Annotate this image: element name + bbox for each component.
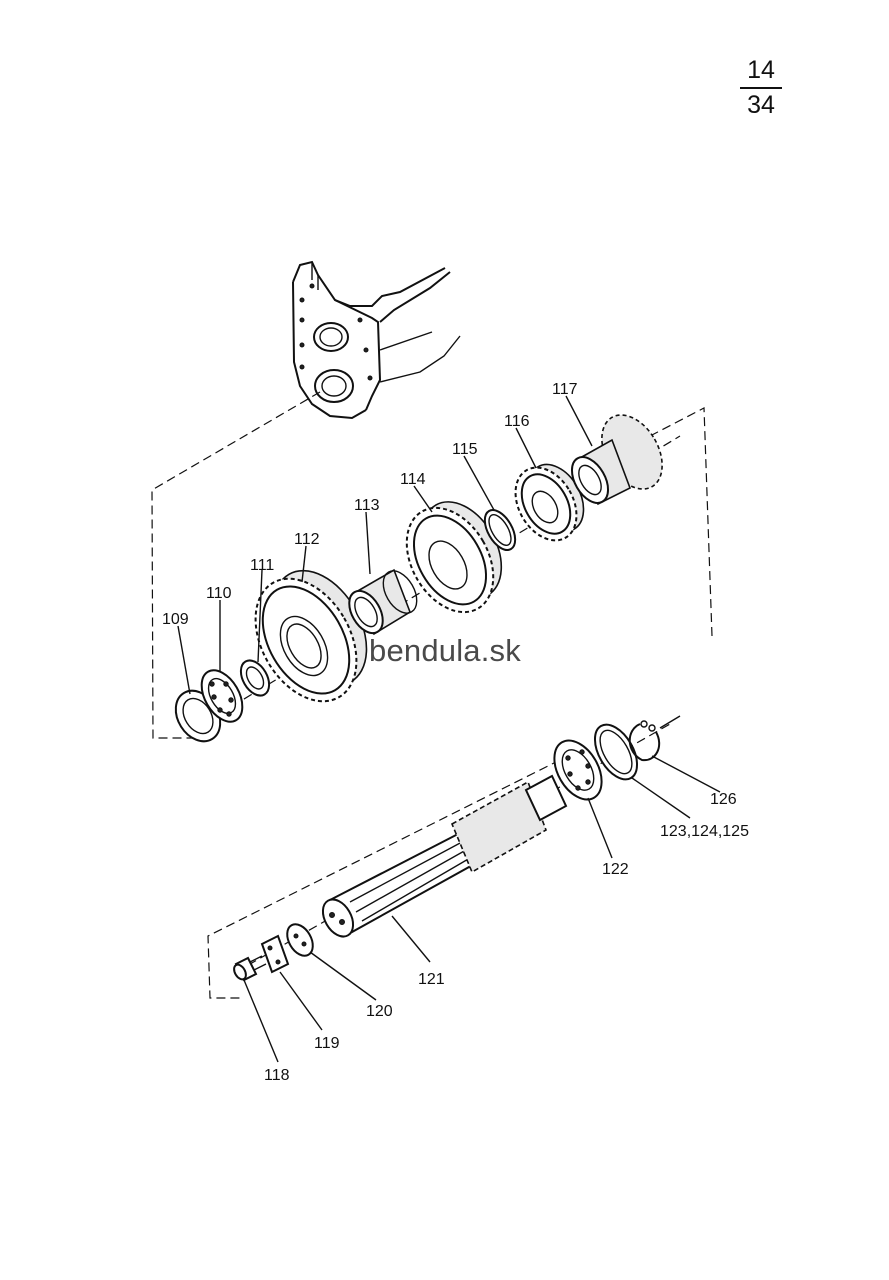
label-117: 117 — [552, 381, 578, 398]
part-118-bolt — [233, 955, 267, 982]
part-111-spacer — [239, 659, 271, 697]
watermark: bendula.sk — [369, 633, 521, 668]
label-115: 115 — [452, 441, 478, 458]
label-120: 120 — [366, 1003, 393, 1020]
label-126: 126 — [710, 791, 737, 808]
label-112: 112 — [294, 531, 320, 548]
part-112-gear — [254, 569, 368, 703]
label-111: 111 — [250, 557, 274, 574]
part-122-bearing — [553, 739, 603, 801]
label-110: 110 — [206, 585, 232, 602]
label-114: 114 — [400, 471, 426, 488]
part-126-circlip — [628, 715, 681, 762]
part-labels: 109 110 111 112 113 114 115 116 117 118 … — [162, 381, 749, 1084]
page-number-total: 34 — [747, 91, 775, 119]
label-109: 109 — [162, 611, 189, 628]
label-113: 113 — [354, 497, 380, 514]
label-122: 122 — [602, 861, 629, 878]
part-115-ring — [483, 509, 517, 551]
part-116-gear — [514, 463, 585, 542]
label-121: 121 — [418, 971, 445, 988]
part-114-gear — [405, 501, 503, 614]
part-117-gear-hub — [570, 414, 663, 506]
page-number: 14 34 — [738, 58, 784, 118]
leader-lines — [177, 395, 721, 1063]
label-116: 116 — [504, 413, 530, 430]
part-110-bearing — [200, 669, 244, 723]
label-119: 119 — [314, 1035, 340, 1052]
upper-group-frame-right — [649, 407, 713, 637]
lower-group-frame — [207, 759, 561, 999]
label-118: 118 — [264, 1067, 290, 1084]
gearbox-housing — [292, 260, 461, 420]
part-113-sleeve — [348, 568, 418, 636]
part-119-lock-plate — [260, 934, 290, 974]
page-number-current: 14 — [747, 56, 775, 84]
part-121-shaft — [321, 774, 568, 938]
part-120-disc — [286, 923, 314, 957]
upper-group-frame — [151, 391, 321, 739]
fraction-bar — [740, 87, 782, 89]
label-123-124-125: 123,124,125 — [660, 823, 749, 840]
